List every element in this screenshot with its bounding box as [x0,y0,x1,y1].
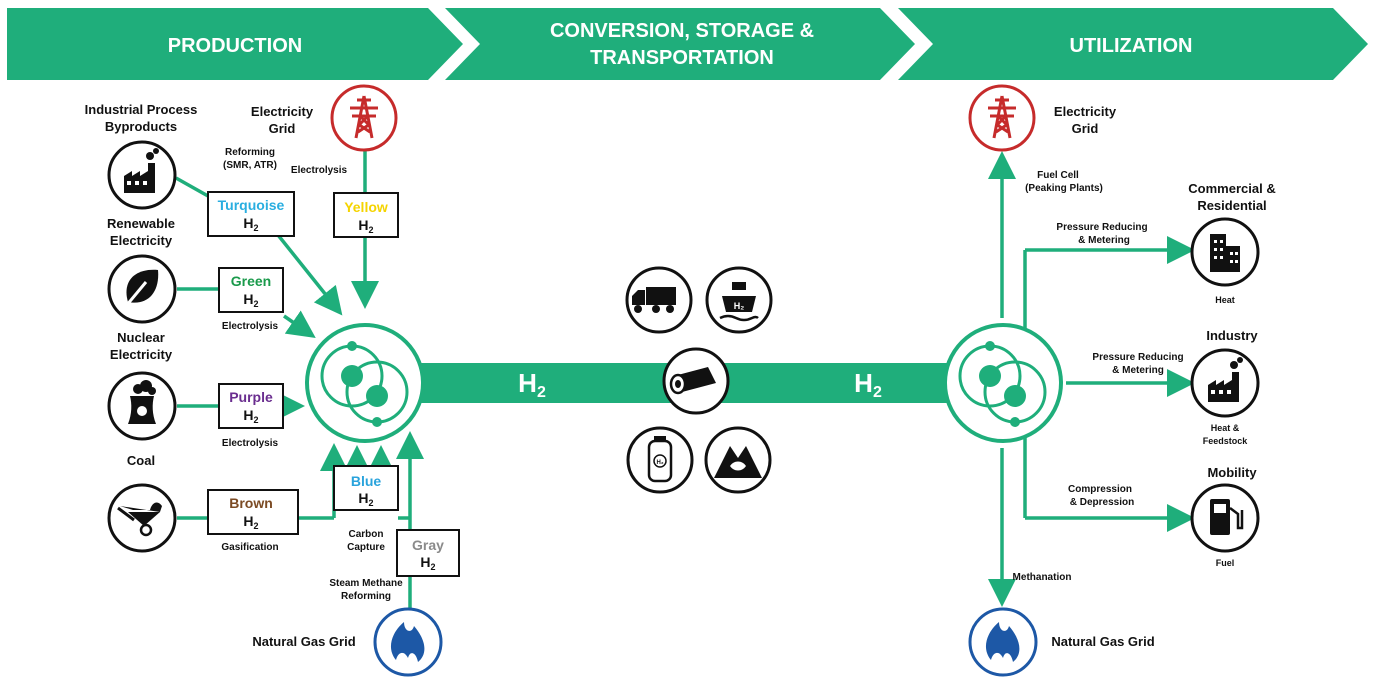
label-heat-feed-1: Heat & [1211,423,1240,433]
label-reforming-1: Reforming [225,147,275,158]
yellow-h2-box: Yellow H2 [333,192,399,238]
label-prm2-2: & Metering [1112,365,1164,376]
label-coal: Coal [127,453,155,468]
pipeline-h2-label-right: H2 [854,368,882,401]
label-industry: Industry [1206,328,1258,343]
svg-text:H2: H2 [243,291,258,309]
svg-text:Purple: Purple [229,389,273,405]
label-smr-1: Steam Methane [329,578,403,589]
utilization-connectors [988,151,1195,607]
label-smr-2: Reforming [341,591,391,602]
label-prod-grid-1: Electricity [251,104,314,119]
banner-conversion: CONVERSION, STORAGE & TRANSPORTATION [445,8,915,80]
label-util-grid-1: Electricity [1054,104,1117,119]
svg-text:H2: H2 [358,217,373,235]
turquoise-h2-box: Turquoise H2 [207,191,295,237]
label-industrial-1: Industrial Process [85,102,198,117]
utilization-transmission-tower-icon [968,84,1036,152]
label-heat-feed-2: Feedstock [1203,436,1249,446]
label-util-grid-2: Grid [1072,121,1099,136]
production-connectors [175,150,424,610]
transmission-tower-icon [330,84,398,152]
label-electrolysis-green: Electrolysis [222,321,279,332]
label-commercial-2: Residential [1197,198,1266,213]
banner-conversion-text-1: CONVERSION, STORAGE & [550,20,814,42]
label-compression-2: & Depression [1070,497,1134,508]
label-industrial-2: Byproducts [105,119,177,134]
svg-text:Gray: Gray [412,537,444,553]
utilization-gas-flame-icon [968,607,1038,677]
label-reforming-2: (SMR, ATR) [223,160,277,171]
label-prm1-2: & Metering [1078,235,1130,246]
blue-h2-box: Blue H2 [333,465,399,511]
label-carbon-capture-2: Capture [347,542,385,553]
purple-h2-box: Purple H2 [218,383,284,429]
production-labels: Industrial Process Byproducts Reforming … [85,102,403,649]
banner-production-text: PRODUCTION [168,35,302,57]
label-compression-1: Compression [1068,484,1132,495]
label-heat: Heat [1215,295,1235,305]
label-fuel-cell-2: (Peaking Plants) [1025,183,1103,194]
green-h2-box: Green H2 [218,267,284,313]
svg-text:Blue: Blue [351,473,382,489]
leaf-icon [107,254,177,324]
banner-production: PRODUCTION [7,8,463,80]
label-gasification: Gasification [221,542,278,553]
svg-text:H2: H2 [358,490,373,508]
svg-text:Turquoise: Turquoise [218,197,285,213]
industry-factory-icon [1190,348,1260,418]
brown-h2-box: Brown H2 [207,489,299,535]
svg-text:H₂: H₂ [734,301,745,311]
gas-cylinder-icon: H₂ [626,426,694,494]
svg-text:H2: H2 [243,215,258,233]
label-renewable-2: Electricity [110,233,173,248]
label-prm1-1: Pressure Reducing [1056,222,1147,233]
label-mobility: Mobility [1207,465,1257,480]
svg-text:H₂: H₂ [657,460,664,466]
svg-text:Green: Green [231,273,271,289]
label-fuel: Fuel [1216,558,1235,568]
underground-storage-icon [704,426,772,494]
banner-utilization-text: UTILIZATION [1070,35,1193,57]
truck-icon [625,266,693,334]
label-util-natural-gas: Natural Gas Grid [1051,634,1154,649]
fuel-pump-icon [1190,483,1260,553]
svg-text:H2: H2 [420,554,435,572]
label-prod-grid-2: Grid [269,121,296,136]
label-electrolysis-purple: Electrolysis [222,438,279,449]
label-prm2-1: Pressure Reducing [1092,352,1183,363]
label-carbon-capture-1: Carbon [349,529,384,540]
factory-icon [107,140,177,210]
svg-text:Yellow: Yellow [344,199,388,215]
label-electrolysis-grid: Electrolysis [291,165,348,176]
label-prod-natural-gas: Natural Gas Grid [252,634,355,649]
svg-text:Brown: Brown [229,495,273,511]
utilization-hub [943,323,1063,443]
nuclear-plant-icon [107,371,177,441]
label-nuclear-1: Nuclear [117,330,165,345]
svg-text:H2: H2 [243,407,258,425]
building-icon [1190,217,1260,287]
wheelbarrow-icon [107,483,177,553]
production-hub [305,323,425,443]
label-methanation: Methanation [1013,572,1072,583]
banner-conversion-text-2: TRANSPORTATION [590,47,774,69]
label-fuel-cell-1: Fuel Cell [1037,170,1079,181]
banner-utilization: UTILIZATION [898,8,1368,80]
label-renewable-1: Renewable [107,216,175,231]
ship-icon: H₂ [705,266,773,334]
pipeline-h2-label-left: H2 [518,368,546,401]
svg-text:H2: H2 [243,513,258,531]
pipeline-icon [662,347,730,415]
utilization-labels: Electricity Grid Fuel Cell (Peaking Plan… [1013,104,1276,649]
label-commercial-1: Commercial & [1188,181,1275,196]
label-nuclear-2: Electricity [110,347,173,362]
gas-flame-icon [373,607,443,677]
gray-h2-box: Gray H2 [396,529,460,577]
